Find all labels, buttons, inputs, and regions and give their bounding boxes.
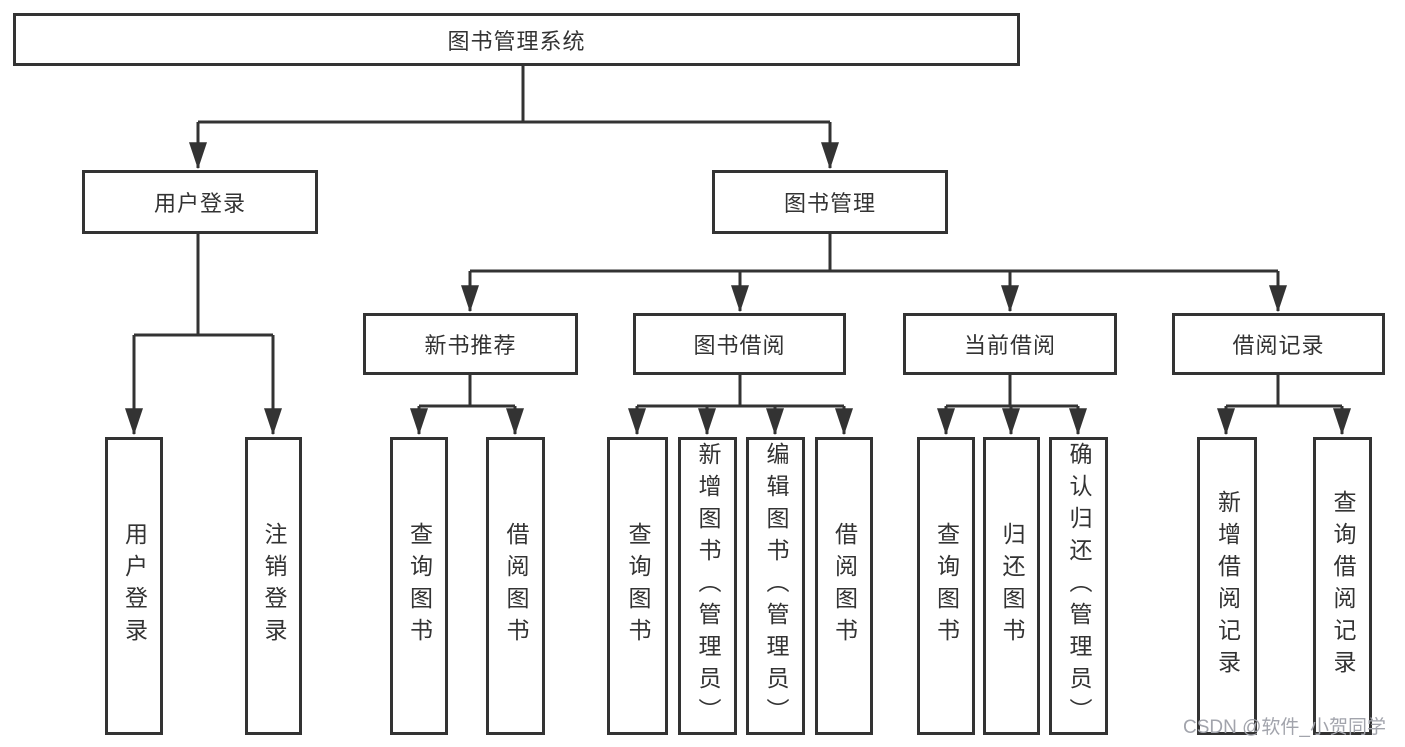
node-user-login-branch: 用户登录 [82,170,318,234]
leaf-query-books-2: 查询图书 [607,437,668,735]
leaf-query-books-3-label: 查询图书 [933,522,960,650]
leaf-query-books-3: 查询图书 [917,437,975,735]
leaf-logout: 注销登录 [245,437,302,735]
node-book-management-branch-label: 图书管理 [783,191,876,216]
leaf-user-login-label: 用户登录 [121,522,148,650]
leaf-add-borrow-record: 新增借阅记录 [1197,437,1257,735]
leaf-add-borrow-record-label: 新增借阅记录 [1214,490,1241,682]
leaf-confirm-return-admin: 确认归还（管理员） [1049,437,1108,735]
leaf-borrow-books-2: 借阅图书 [815,437,873,735]
leaf-return-books-label: 归还图书 [999,522,1025,650]
leaf-query-borrow-record-label: 查询借阅记录 [1330,490,1356,682]
node-user-login-branch-label: 用户登录 [153,191,246,216]
node-book-borrowing-label: 图书借阅 [693,333,786,358]
leaf-confirm-return-admin-label: 确认归还（管理员） [1066,442,1092,730]
node-root-system-label: 图书管理系统 [447,28,586,54]
leaf-return-books: 归还图书 [983,437,1040,735]
node-borrowing-records: 借阅记录 [1172,313,1385,375]
leaf-borrow-books-1-label: 借阅图书 [503,522,529,650]
node-new-book-recommendation: 新书推荐 [363,313,578,375]
node-book-borrowing: 图书借阅 [633,313,846,375]
leaf-query-books-2-label: 查询图书 [625,522,651,650]
node-book-management-branch: 图书管理 [712,170,948,234]
node-borrowing-records-label: 借阅记录 [1232,333,1325,358]
leaf-edit-books-admin-label: 编辑图书（管理员） [763,442,789,730]
leaf-logout-label: 注销登录 [261,522,287,650]
node-current-borrowing-label: 当前借阅 [963,333,1056,358]
leaf-query-books-1-label: 查询图书 [406,522,433,650]
leaf-query-books-1: 查询图书 [390,437,448,735]
node-root-system: 图书管理系统 [13,13,1020,66]
node-current-borrowing: 当前借阅 [903,313,1117,375]
leaf-borrow-books-1: 借阅图书 [486,437,545,735]
node-new-book-recommendation-label: 新书推荐 [424,333,517,358]
leaf-edit-books-admin: 编辑图书（管理员） [746,437,805,735]
leaf-add-books-admin-label: 新增图书（管理员） [695,442,721,730]
watermark: CSDN @软件_小贺同学 [1183,717,1386,738]
leaf-query-borrow-record: 查询借阅记录 [1313,437,1372,735]
leaf-borrow-books-2-label: 借阅图书 [831,522,858,650]
leaf-add-books-admin: 新增图书（管理员） [678,437,737,735]
leaf-user-login: 用户登录 [105,437,163,735]
